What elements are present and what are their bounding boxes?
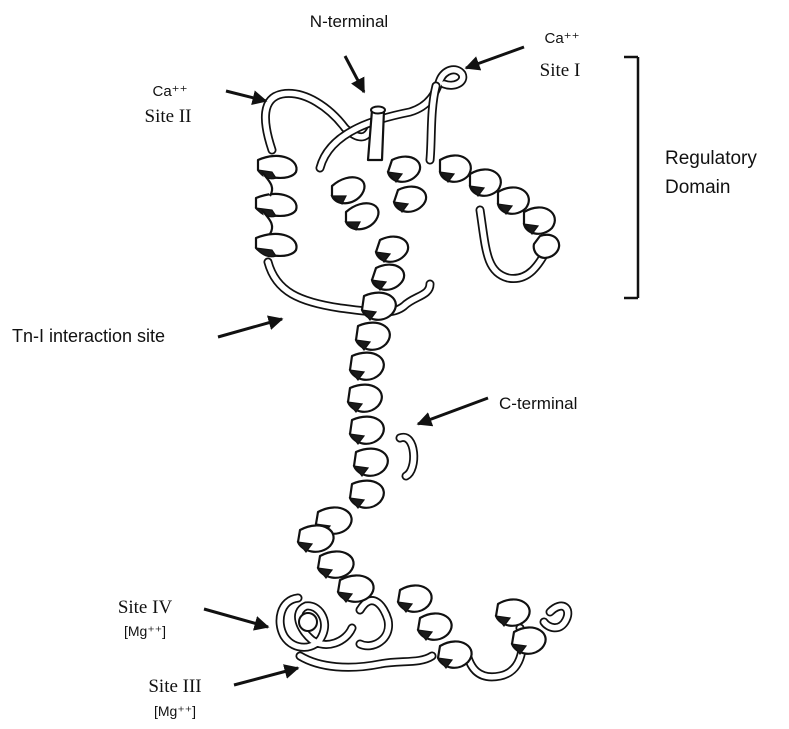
label-site-3-ion: [Mg⁺⁺] [154, 703, 196, 719]
regulatory-domain-bracket [624, 57, 638, 298]
label-domain: Domain [665, 177, 730, 198]
label-tni-site: Tn-I interaction site [12, 326, 165, 346]
ion-sphere [299, 613, 317, 631]
label-regulatory: Regulatory [665, 148, 757, 169]
helix-central [348, 293, 396, 508]
label-site-2-name: Site II [145, 106, 192, 127]
helix-upper-middle [332, 157, 426, 290]
arrow-site-3 [234, 668, 298, 685]
label-n-terminal: N-terminal [310, 12, 388, 31]
arrow-site-2 [226, 91, 266, 101]
protein-structure [256, 70, 568, 677]
helix-right [440, 155, 559, 257]
label-site-3-name: Site III [148, 676, 201, 697]
arrow-site-4 [204, 609, 268, 627]
arrow-n-terminal [345, 56, 364, 92]
label-site-1-ion: Ca⁺⁺ [544, 30, 579, 47]
label-c-terminal: C-terminal [499, 394, 577, 413]
label-site-1-name: Site I [540, 60, 581, 81]
helix-left [256, 156, 297, 257]
n-terminal-cylinder [368, 107, 385, 161]
label-site-4-name: Site IV [118, 597, 173, 618]
arrow-tni-site [218, 319, 282, 337]
arrow-site-1 [466, 47, 524, 68]
label-site-2-ion: Ca⁺⁺ [152, 83, 187, 100]
label-site-4-ion: [Mg⁺⁺] [124, 623, 166, 639]
arrow-c-terminal [418, 398, 488, 424]
